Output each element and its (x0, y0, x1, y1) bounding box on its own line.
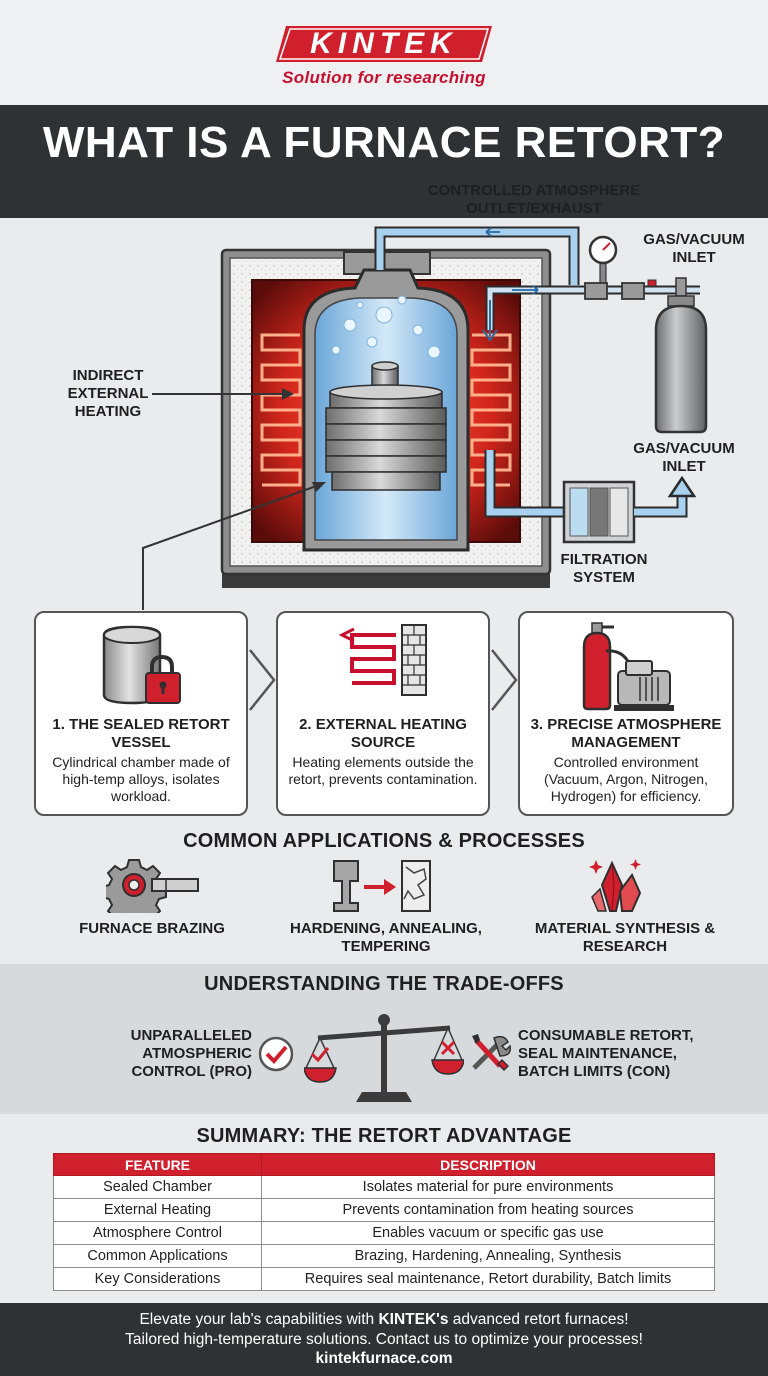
gear-brazing-icon (106, 859, 199, 913)
step-1-title: 1. THE SEALED RETORT VESSEL (52, 716, 230, 751)
step-3-desc: Controlled environment (Vacuum, Argon, N… (544, 754, 708, 804)
table-row: Atmosphere Control Enables vacuum or spe… (53, 1221, 715, 1245)
step-3-title: 3. PRECISE ATMOSPHERE MANAGEMENT (530, 716, 722, 751)
feature-cell: Key Considerations (53, 1267, 262, 1291)
gas-inlet-bottom-label: GAS/VACUUM INLET (633, 440, 735, 475)
table-row: Common Applications Brazing, Hardening, … (53, 1244, 715, 1268)
step-2-title: 2. EXTERNAL HEATING SOURCE (299, 716, 467, 751)
page-title: WHAT IS A FURNACE RETORT? (42, 118, 726, 167)
gas-inlet-top-label: GAS/VACUUM INLET (643, 231, 745, 266)
table-row: Key Considerations Requires seal mainten… (53, 1267, 715, 1291)
con-label: CONSUMABLE RETORT, SEAL MAINTENANCE, BAT… (518, 1027, 694, 1080)
feature-cell: Common Applications (53, 1244, 262, 1268)
metal-treatment-icon (333, 860, 431, 912)
footer-text: advanced retort furnaces! (448, 1311, 629, 1328)
footer-text: Elevate your lab's capabilities with (139, 1311, 379, 1328)
logo-badge (276, 26, 492, 62)
description-cell: Isolates material for pure environments (261, 1175, 715, 1199)
title-bar (0, 105, 768, 218)
logo[interactable]: KINTEK (310, 27, 458, 60)
summary-title: SUMMARY: THE RETORT ADVANTAGE (196, 1125, 572, 1147)
lock-cylinder-icon (102, 625, 181, 705)
check-circle-icon (258, 1036, 294, 1072)
table-row: External Heating Prevents contamination … (53, 1198, 715, 1222)
feature-cell: External Heating (53, 1198, 262, 1222)
gas-pump-icon (582, 622, 674, 711)
feature-cell: Atmosphere Control (53, 1221, 262, 1245)
app-label-brazing: FURNACE BRAZING (79, 920, 225, 937)
summary-table: FEATURE DESCRIPTION Sealed Chamber Isola… (53, 1153, 715, 1291)
step-2-desc: Heating elements outside the retort, pre… (288, 754, 478, 787)
chevron-right-icon (249, 649, 276, 711)
wrench-screwdriver-icon (472, 1034, 512, 1072)
table-row: Sealed Chamber Isolates material for pur… (53, 1175, 715, 1199)
app-label-hardening: HARDENING, ANNEALING, TEMPERING (290, 920, 482, 955)
heating-coil-icon (338, 624, 427, 696)
header-description: DESCRIPTION (261, 1153, 715, 1176)
description-cell: Brazing, Hardening, Annealing, Synthesis (261, 1244, 715, 1268)
footer-line-1: Elevate your lab's capabilities with KIN… (0, 1311, 768, 1329)
app-label-synthesis: MATERIAL SYNTHESIS & RESEARCH (534, 920, 716, 955)
description-cell: Prevents contamination from heating sour… (261, 1198, 715, 1222)
balance-scale-icon (304, 1014, 464, 1102)
pro-label: UNPARALLELED ATMOSPHERIC CONTROL (PRO) (130, 1027, 252, 1080)
feature-cell: Sealed Chamber (53, 1175, 262, 1199)
description-cell: Enables vacuum or specific gas use (261, 1221, 715, 1245)
retort-diagram (142, 226, 708, 610)
tagline: Solution for researching (282, 68, 486, 87)
step-1-desc: Cylindrical chamber made of high-temp al… (52, 754, 230, 804)
tradeoffs-title: UNDERSTANDING THE TRADE-OFFS (204, 973, 564, 995)
footer (0, 1303, 768, 1376)
footer-line-2: Tailored high-temperature solutions. Con… (125, 1331, 643, 1348)
header-feature: FEATURE (53, 1153, 262, 1176)
applications-title: COMMON APPLICATIONS & PROCESSES (183, 830, 585, 852)
filtration-label: FILTRATION SYSTEM (560, 551, 648, 586)
outlet-label: CONTROLLED ATMOSPHERE OUTLET/EXHAUST (427, 182, 641, 217)
heating-elements (260, 333, 512, 487)
crystal-icon (589, 859, 642, 912)
footer-brand: KINTEK's (378, 1311, 449, 1328)
description-cell: Requires seal maintenance, Retort durabi… (261, 1267, 715, 1291)
step-card-3 (518, 611, 734, 816)
table-header-row: FEATURE DESCRIPTION (53, 1153, 715, 1176)
chevron-right-icon (491, 649, 518, 711)
footer-url-link[interactable]: kintekfurnace.com (315, 1350, 453, 1367)
workload-stack (325, 361, 447, 491)
heating-label: INDIRECT EXTERNAL HEATING (67, 367, 149, 420)
